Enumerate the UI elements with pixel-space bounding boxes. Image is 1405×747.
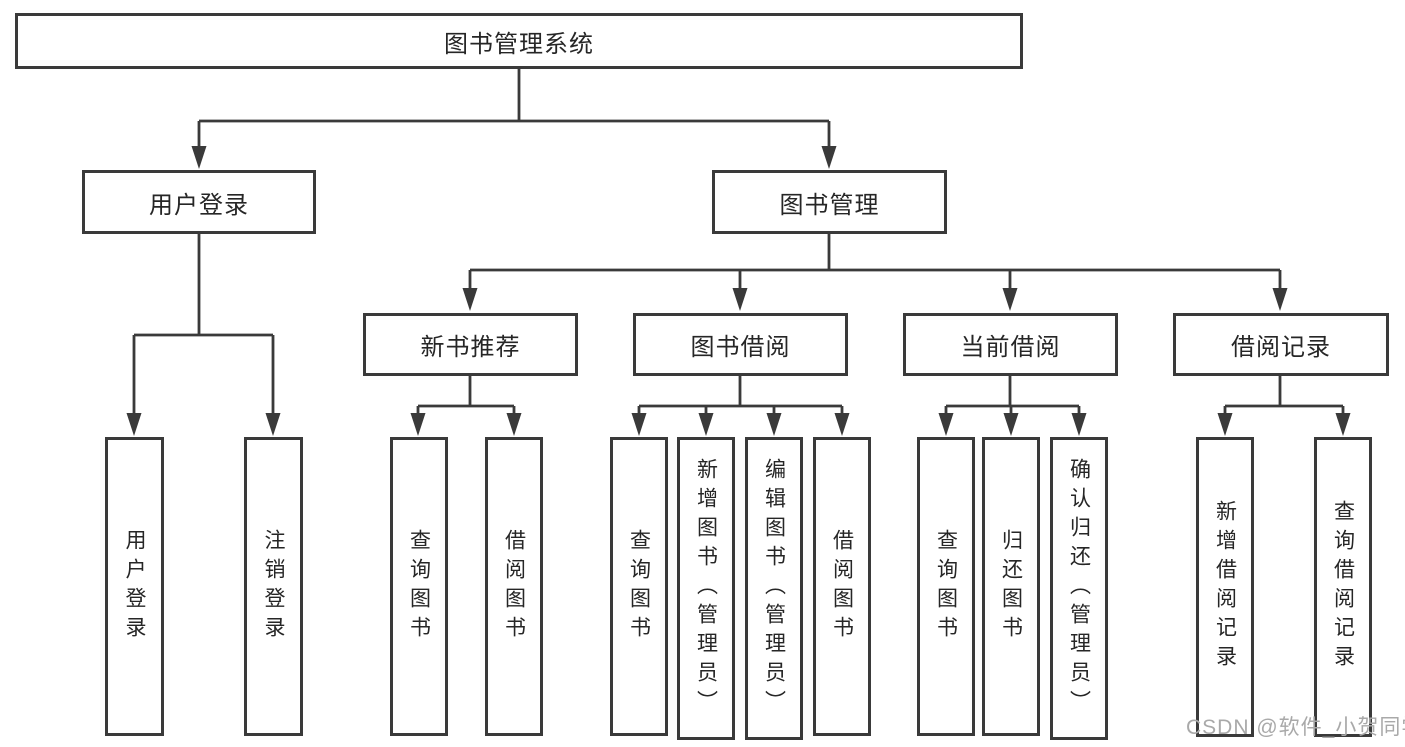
watermark: CSDN @软件_小贺同学 [1186,716,1405,739]
arrowhead [1002,288,1018,311]
arrowhead [631,413,647,436]
node-new-book-recommend: 新书推荐 [363,313,578,376]
node-current-borrow: 当前借阅 [903,313,1118,376]
arrowhead [834,413,850,436]
arrowhead [938,413,954,436]
connector-login [132,233,275,414]
arrowhead [265,413,281,436]
node-leaf-query-books-1: 查询图书 [390,437,448,736]
node-book-management: 图书管理 [712,170,947,234]
connector-recommend [416,375,516,414]
node-leaf-edit-books-admin: 编辑图书（管理员） [745,437,803,740]
connector-borrow [637,375,844,414]
node-leaf-return-books: 归还图书 [982,437,1040,736]
node-leaf-user-login: 用户登录 [105,437,164,736]
arrowhead [506,413,522,436]
arrowhead [1272,288,1288,311]
arrowhead [462,288,478,311]
arrowhead [1003,413,1019,436]
arrowhead [1217,413,1233,436]
node-leaf-borrow-books-2: 借阅图书 [813,437,871,736]
connector-mgmt [468,233,1282,290]
arrowhead [410,413,426,436]
arrowhead [126,413,142,436]
connector-records [1223,375,1345,414]
arrowhead [191,146,207,169]
arrowhead [1071,413,1087,436]
arrowhead [821,146,837,169]
node-leaf-query-borrow-record: 查询借阅记录 [1314,437,1372,737]
node-leaf-borrow-books-1: 借阅图书 [485,437,543,736]
node-leaf-add-borrow-record: 新增借阅记录 [1196,437,1254,737]
node-borrow-records: 借阅记录 [1173,313,1389,376]
node-leaf-confirm-return-admin: 确认归还（管理员） [1050,437,1108,740]
node-user-login: 用户登录 [82,170,316,234]
connector-root [197,68,831,148]
arrowhead [1335,413,1351,436]
arrowhead [766,413,782,436]
arrowhead [698,413,714,436]
node-book-borrow: 图书借阅 [633,313,848,376]
node-leaf-add-books-admin: 新增图书（管理员） [677,437,735,740]
node-leaf-logout: 注销登录 [244,437,303,736]
arrowhead [732,288,748,311]
connector-current [944,375,1081,414]
node-root: 图书管理系统 [15,13,1023,69]
node-leaf-query-books-2: 查询图书 [610,437,668,736]
node-leaf-query-books-3: 查询图书 [917,437,975,736]
